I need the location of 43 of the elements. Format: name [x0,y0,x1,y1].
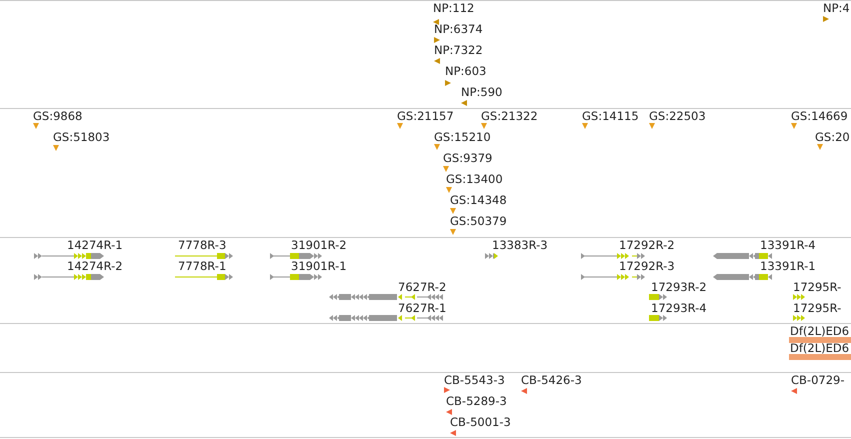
feature-label: 7778R-3 [178,239,226,252]
feature-label: GS:15210 [434,131,491,144]
feature-label: GS:22503 [649,110,706,123]
feature-label: NP:112 [433,2,474,15]
feature-label: 13391R-4 [760,239,816,252]
feature-label: Df(2L)ED6 [790,342,850,355]
feature-label: 17293R-4 [651,302,707,315]
feature-label: 17295R- [793,302,842,315]
feature-label: NP:590 [461,86,502,99]
feature-label: GS:14115 [582,110,639,123]
feature-label: 17292R-3 [619,260,675,273]
feature-label: 17293R-2 [651,281,707,294]
feature-label: GS:9379 [443,152,492,165]
feature-label: 31901R-1 [291,260,347,273]
feature-label: 7778R-1 [178,260,226,273]
feature-label: GS:21157 [397,110,454,123]
feature-label: CB-0729- [791,374,844,387]
feature-label: 13391R-1 [760,260,816,273]
feature-label: 14274R-1 [67,239,123,252]
feature-label: CB-5426-3 [521,374,582,387]
feature-label: Df(2L)ED6 [790,325,850,338]
feature-label: NP:603 [445,65,486,78]
feature-label: 17292R-2 [619,239,675,252]
feature-label: NP:6374 [434,23,483,36]
feature-label: CB-5001-3 [450,416,511,429]
feature-label: 7627R-1 [398,302,446,315]
feature-label: 17295R- [793,281,842,294]
feature-label: GS:13400 [446,173,503,186]
feature-label: NP:4 [823,2,850,15]
feature-label: GS:20 [815,131,850,144]
feature-label: GS:50379 [450,215,507,228]
feature-label: 31901R-2 [291,239,347,252]
feature-label: CB-5289-3 [446,395,507,408]
feature-label: 14274R-2 [67,260,123,273]
feature-label: 7627R-2 [398,281,446,294]
feature-label: CB-5543-3 [444,374,505,387]
feature-label: 13383R-3 [492,239,548,252]
feature-label: GS:21322 [481,110,538,123]
feature-label: GS:14348 [450,194,507,207]
feature-label: GS:14669 [791,110,848,123]
feature-label: GS:9868 [33,110,82,123]
feature-label: NP:7322 [434,44,483,57]
feature-label: GS:51803 [53,131,110,144]
